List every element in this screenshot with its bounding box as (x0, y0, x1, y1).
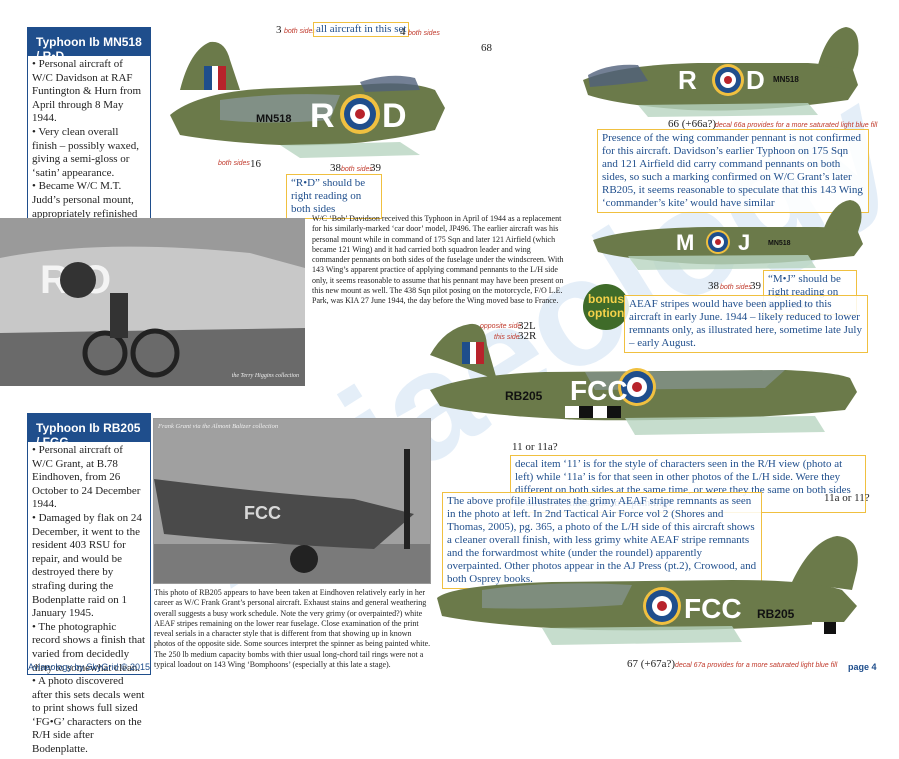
profile-rb205-left: FCC RB205 (437, 536, 858, 645)
this-side-label: this side (494, 334, 520, 341)
callout-both-sides: both sides (720, 284, 752, 291)
callout-all-aircraft: all aircraft in this set (313, 22, 410, 37)
aeaf-note: AEAF stripes would have been applied to … (624, 295, 868, 353)
callout-both-sides: both sides (284, 28, 316, 35)
callout-both-sides: both sides (341, 166, 373, 173)
aircraft-serial: RB205 (505, 389, 543, 403)
footer-copyright: Aviaeology by SkyGrid © 2015 (28, 662, 151, 672)
aircraft-code-right: D (746, 65, 765, 95)
sidebar-rb205: Typhoon Ib RB205 / FGG • Personal aircra… (27, 413, 151, 755)
callout-66: 66 (+66a?) (668, 118, 717, 130)
callout-67: 67 (+67a?) (627, 658, 676, 670)
profile-rb205-right: FCC RB205 (430, 323, 857, 435)
photo-davidson: R O the Terry Higgins collection (0, 218, 305, 386)
bonus-option-badge: bonus option (583, 284, 629, 330)
callout-39: 39 (370, 162, 381, 174)
callout-4: 4 (400, 26, 406, 38)
aircraft-code: FCC (684, 593, 742, 624)
aircraft-serial: MN518 (768, 240, 791, 247)
rb205-caption: This photo of RB205 appears to have been… (154, 588, 431, 670)
sidebar-title: Typhoon Ib MN518 / R•D (28, 28, 150, 63)
callout-39: 39 (750, 280, 761, 292)
callout-32r: 32R (518, 330, 537, 342)
decal66-note: decal 66a provides for a more saturated … (715, 122, 878, 129)
aircraft-code: FCC (570, 375, 628, 406)
aircraft-serial: MN518 (256, 113, 291, 125)
page-number: page 4 (848, 662, 877, 672)
opposite-side-label: opposite side (480, 323, 522, 330)
callout-11: 11 or 11a? (512, 441, 558, 453)
sidebar-item: • The photographic record shows a finish… (32, 620, 146, 674)
sidebar-item: • Personal aircraft of W/C Grant, at B.7… (32, 444, 141, 511)
profile-mj: M J MN518 (593, 200, 863, 270)
profile-mn518-right: R D MN518 (583, 27, 859, 117)
callout-38: 38 (708, 280, 719, 292)
sidebar-mn518: Typhoon Ib MN518 / R•D • Personal aircra… (27, 27, 151, 288)
aircraft-serial: RB205 (757, 607, 795, 621)
davidson-caption: W/C ‘Bob’ Davidson received this Typhoon… (312, 214, 564, 306)
photo-code: FCC (244, 503, 281, 523)
sidebar-item: • A photo discovered after this sets dec… (32, 675, 145, 756)
callout-both-sides: both sides (218, 160, 250, 167)
sidebar-title: Typhoon Ib RB205 / FGG (28, 414, 150, 449)
bonus-line1: bonus (588, 292, 624, 306)
grimy-note: The above profile illustrates the grimy … (442, 492, 762, 589)
aircraft-serial: MN518 (773, 75, 799, 84)
photo-rb205: FCC Frank Grant via the Almont Baltzer c… (153, 418, 431, 584)
callout-both-sides: both sides (408, 30, 440, 37)
decal67-note: decal 67a provides for a more saturated … (675, 662, 838, 669)
rd-note: “R•D” should be right reading on both si… (286, 174, 382, 219)
aircraft-code-left: R (310, 97, 335, 135)
callout-32l: 32L (518, 320, 536, 332)
sidebar-item: • Personal aircraft of W/C Davidson at R… (32, 58, 142, 125)
aircraft-code-left: R (678, 65, 697, 95)
sidebar-item: • Very clean overall finish – possibly w… (32, 125, 139, 179)
callout-38: 38 (330, 162, 341, 174)
callout-11b: 11a or 11? (824, 492, 870, 504)
callout-16: 16 (250, 158, 261, 170)
callout-68: 68 (481, 42, 492, 54)
callout-3: 3 (276, 24, 282, 36)
bonus-line2: option (587, 306, 625, 320)
photo-credit: the Terry Higgins collection (231, 373, 299, 380)
aircraft-code-right: D (382, 97, 407, 135)
pennant-note: Presence of the wing commander pennant i… (597, 129, 869, 213)
sidebar-item: • Damaged by flak on 24 December, it wen… (32, 511, 142, 620)
profile-mn518-left: R D MN518 (170, 41, 445, 158)
photo-credit: Frank Grant via the Almont Baltzer colle… (158, 423, 279, 430)
aircraft-code-left: M (676, 230, 694, 255)
aircraft-code-right: J (738, 230, 750, 255)
